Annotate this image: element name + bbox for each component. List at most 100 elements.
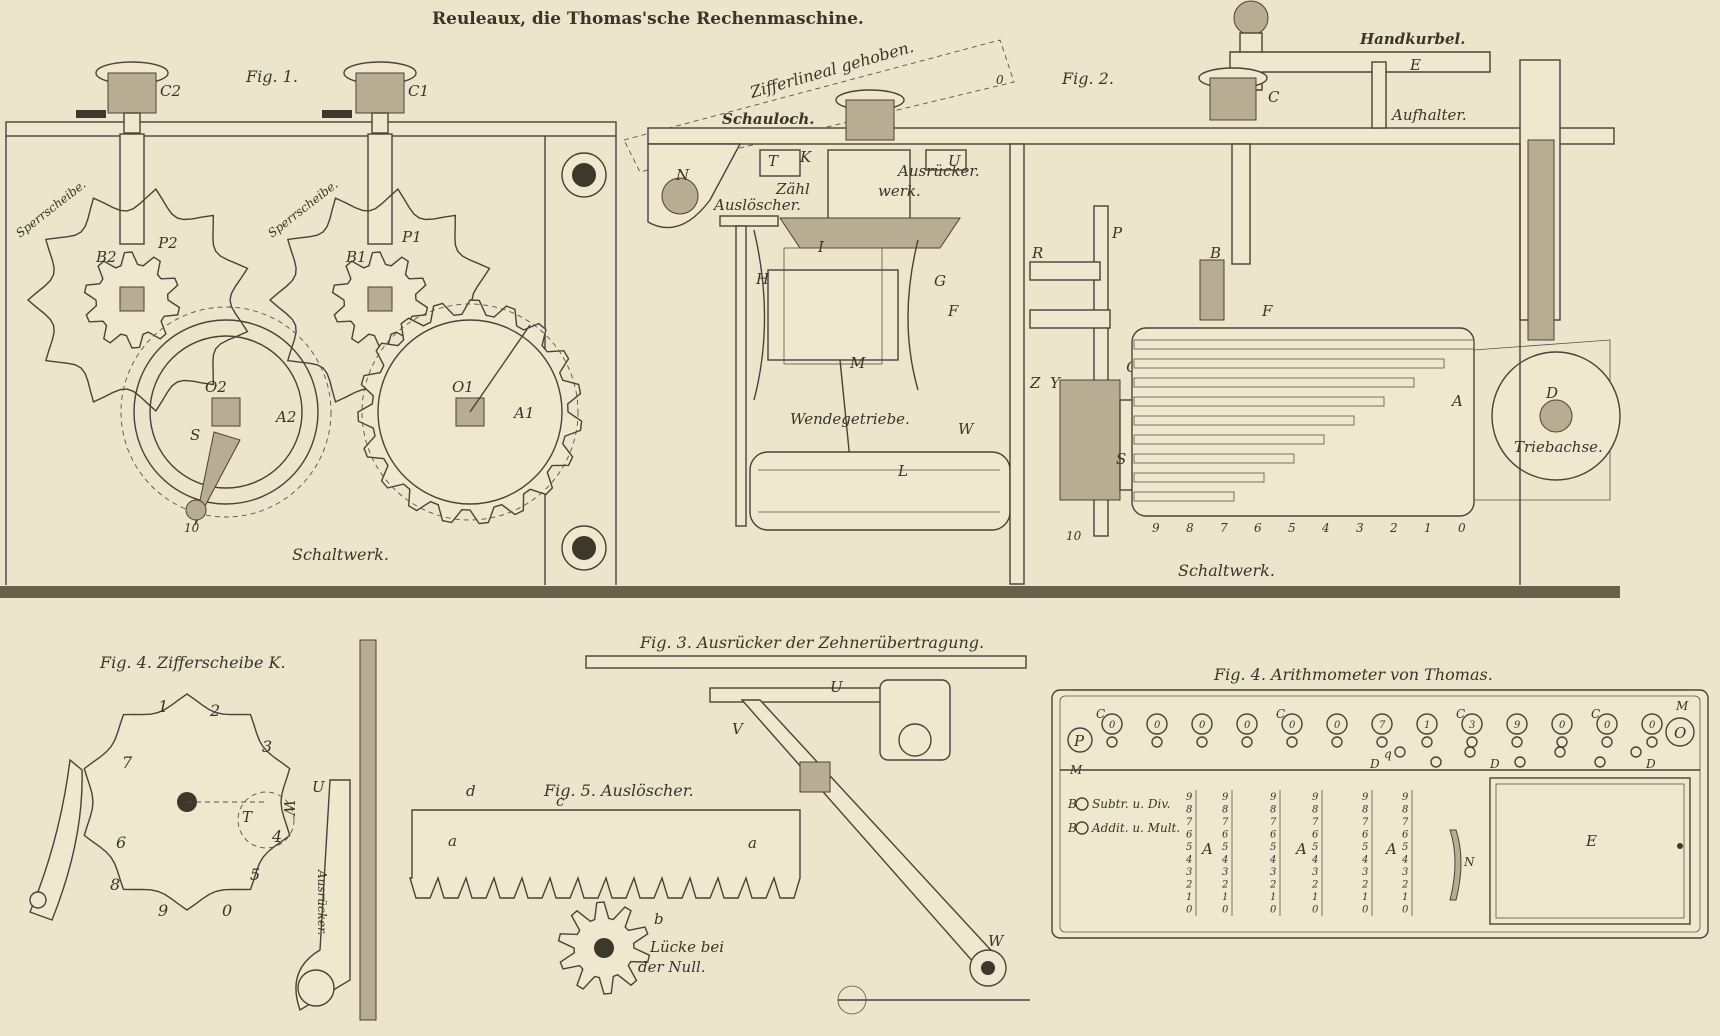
drum-digit: 0 — [1458, 521, 1466, 535]
slot-digit: 5 — [1186, 842, 1192, 853]
result-digit: 0 — [1154, 720, 1161, 731]
knob-c — [1198, 67, 1268, 265]
label-h-fig2: H — [755, 270, 770, 288]
slot-digit: 4 — [1185, 855, 1192, 866]
slot-digit: 1 — [1270, 892, 1276, 903]
label-addit: Addit. u. Mult. — [1091, 821, 1180, 835]
slot-digit: 8 — [1270, 805, 1276, 816]
slot-digit: 8 — [1186, 805, 1192, 816]
fig4k-caption: Fig. 4. Zifferscheibe K. — [99, 653, 286, 672]
label-a2-fig5: a — [748, 834, 757, 852]
label-schaltwerk-fig2: Schaltwerk. — [1178, 561, 1275, 580]
ground-line — [0, 586, 1620, 598]
label-c1: C1 — [408, 82, 429, 100]
drum-digit: 6 — [1254, 521, 1262, 535]
drum-digit: 9 — [1152, 521, 1160, 535]
figure-5: Fig. 5. Auslöscher. d c a a b Lücke bei … — [409, 781, 801, 995]
marker-d: D — [1645, 757, 1656, 771]
result-digit: 9 — [1514, 720, 1521, 731]
result-digit: 0 — [1244, 720, 1251, 731]
label-d-fig5: d — [466, 782, 476, 800]
label-b1: B1 — [345, 248, 367, 266]
slot-digit: 6 — [1362, 830, 1369, 841]
slot-digit: 0 — [1222, 905, 1229, 916]
label-u-fig2: U — [948, 152, 962, 170]
label-subtr: Subtr. u. Div. — [1092, 797, 1171, 811]
slot-digit: 7 — [1270, 817, 1277, 828]
label-ausloescher: Auslöscher. — [712, 196, 801, 214]
drum-digit: 4 — [1321, 521, 1330, 535]
slot-digit: 4 — [1401, 855, 1408, 866]
label-e-fig2: E — [1409, 56, 1421, 74]
result-digit: 3 — [1469, 720, 1475, 731]
slot-digit: 5 — [1222, 842, 1228, 853]
result-digit: 0 — [1604, 720, 1611, 731]
slot-digit: 7 — [1362, 817, 1369, 828]
label-a1: A1 — [512, 404, 534, 422]
slot-digit: 6 — [1312, 830, 1319, 841]
slot-letter-a: A — [1384, 840, 1397, 858]
label-b-fig2: B — [1209, 244, 1221, 262]
fig2-caption: Fig. 2. — [1061, 69, 1114, 88]
label-p1: P1 — [401, 228, 422, 246]
label-n-fig2: N — [675, 166, 690, 184]
label-c-fig2: C — [1268, 88, 1280, 106]
label-f1-fig2: F — [947, 302, 959, 320]
slot-digit: 0 — [1186, 905, 1193, 916]
label-luecke-1: Lücke bei — [649, 938, 724, 956]
fig1-top-plate — [5, 121, 617, 137]
comma-marker-c: C — [1096, 707, 1105, 721]
dial-digit: 3 — [262, 737, 272, 756]
slot-digit: 0 — [1402, 905, 1409, 916]
drum-digit: 2 — [1389, 521, 1398, 535]
slot-digit: 5 — [1362, 842, 1368, 853]
slot-digit: 8 — [1312, 805, 1318, 816]
label-sperrscheibe-1: Sperrscheibe. — [265, 177, 340, 240]
dial-digit: 5 — [250, 865, 260, 884]
slot-letter-a: A — [1200, 840, 1213, 858]
label-luecke-2: der Null. — [638, 958, 706, 976]
plate-title: Reuleaux, die Thomas'sche Rechenmaschine… — [432, 9, 864, 29]
slot-digit: 4 — [1361, 855, 1368, 866]
sperrscheibe-2 — [26, 188, 249, 412]
marker-d: D — [1369, 757, 1380, 771]
slot-digit: 6 — [1402, 830, 1409, 841]
label-ten-fig1: 10 — [184, 521, 200, 535]
fig2-top-plate — [647, 127, 1615, 145]
label-n-fig4a: N — [1463, 855, 1475, 869]
label-p2: P2 — [157, 234, 178, 252]
label-m-top-fig4a: M — [1675, 699, 1689, 713]
slot-digit: 2 — [1269, 880, 1276, 891]
counter-assembly — [759, 89, 967, 249]
wheel-a1 — [357, 299, 583, 525]
label-a2-fig2: A — [1450, 392, 1463, 410]
label-v-fig3: V — [732, 720, 745, 738]
label-w-fig3: W — [988, 932, 1005, 950]
label-i-fig2: I — [817, 238, 825, 256]
label-w-fig2: W — [958, 420, 975, 438]
fig5-caption: Fig. 5. Auslöscher. — [543, 781, 694, 800]
slot-digit: 5 — [1270, 842, 1276, 853]
slot-digit: 1 — [1402, 892, 1408, 903]
label-aufhalter: Aufhalter. — [1390, 106, 1467, 124]
slot-digit: 9 — [1270, 792, 1277, 803]
slot-digit: 3 — [1362, 867, 1368, 878]
label-c-fig5: c — [556, 792, 565, 810]
label-p-fig4a: P — [1073, 732, 1085, 750]
slot-digit: 4 — [1311, 855, 1318, 866]
label-schauloch: Schauloch. — [722, 110, 814, 128]
slot-digit: 1 — [1186, 892, 1192, 903]
slot-digit: 2 — [1361, 880, 1368, 891]
b-add-letter: B — [1067, 821, 1077, 835]
marker-d: D — [1489, 757, 1500, 771]
slot-digit: 3 — [1270, 867, 1276, 878]
slot-digit: 7 — [1222, 817, 1229, 828]
drum-digit: 3 — [1356, 521, 1364, 535]
label-ten-fig2: 10 — [1066, 529, 1082, 543]
slot-digit: 1 — [1312, 892, 1318, 903]
label-d-fig2: D — [1545, 384, 1558, 402]
